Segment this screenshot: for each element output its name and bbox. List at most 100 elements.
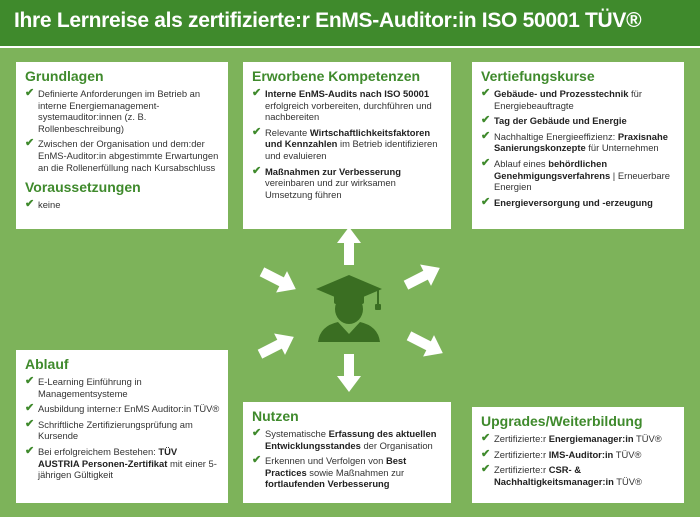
item-text: Zwischen der Organisation und dem:der En… bbox=[38, 138, 219, 173]
item-text: Zertifizierte:r bbox=[494, 433, 549, 444]
box-nutzen: Nutzen ✔Systematische Erfassung des aktu… bbox=[243, 402, 451, 503]
box-title-voraussetzungen: Voraussetzungen bbox=[25, 179, 141, 196]
checkmark-icon: ✔ bbox=[252, 125, 262, 138]
item-text: Systematische bbox=[265, 428, 329, 439]
box-upgrades: Upgrades/Weiterbildung ✔Zertifizierte:r … bbox=[472, 407, 684, 503]
checkmark-icon: ✔ bbox=[481, 87, 491, 99]
checkmark-icon: ✔ bbox=[481, 195, 491, 208]
checkmark-icon: ✔ bbox=[25, 198, 35, 211]
list-vertiefung: ✔Gebäude- und Prozesstechnik für Energie… bbox=[481, 87, 676, 209]
list-upgrades: ✔Zertifizierte:r Energiemanager:in TÜV®✔… bbox=[481, 432, 676, 487]
box-vertiefung: Vertiefungskurse ✔Gebäude- und Prozesste… bbox=[472, 62, 684, 229]
box-grundlagen: Grundlagen ✔Definierte Anforderungen im … bbox=[16, 62, 228, 229]
checkmark-icon: ✔ bbox=[481, 463, 491, 476]
list-item: ✔Zertifizierte:r IMS-Auditor:in TÜV® bbox=[481, 447, 676, 461]
item-text: E-Learning Einführung in Managementsyste… bbox=[38, 376, 142, 399]
list-item: ✔Ausbildung interne:r EnMS Auditor:in TÜ… bbox=[25, 403, 220, 415]
item-text-bold: CSR- & Nachhaltigkeitsmanager:in bbox=[494, 464, 614, 487]
list-ablauf: ✔E-Learning Einführung in Managementsyst… bbox=[25, 375, 220, 481]
item-text-bold: Tag der Gebäude und Energie bbox=[494, 115, 627, 127]
box-title-vertiefung: Vertiefungskurse bbox=[481, 68, 595, 84]
item-text: Ausbildung interne:r EnMS Auditor:in TÜV… bbox=[38, 403, 220, 415]
item-text-bold: Wirtschaftlichkeitsfaktoren und Kennzahl… bbox=[265, 126, 431, 150]
box-title-upgrades: Upgrades/Weiterbildung bbox=[481, 413, 643, 429]
checkmark-icon: ✔ bbox=[252, 87, 262, 99]
checkmark-icon: ✔ bbox=[481, 447, 491, 460]
item-text: TÜV® bbox=[613, 448, 642, 460]
checkmark-icon: ✔ bbox=[481, 129, 491, 142]
box-kompetenzen: Erworbene Kompetenzen ✔Interne EnMS-Audi… bbox=[243, 62, 451, 229]
list-item: ✔Zwischen der Organisation und dem:der E… bbox=[25, 138, 220, 173]
item-text: für Unternehmen bbox=[585, 142, 659, 154]
checkmark-icon: ✔ bbox=[252, 164, 262, 177]
checkmark-icon: ✔ bbox=[481, 114, 491, 127]
list-item: ✔Systematische Erfassung des aktuellen E… bbox=[252, 427, 443, 451]
item-text-bold: IMS-Auditor:in bbox=[548, 448, 614, 460]
checkmark-icon: ✔ bbox=[25, 402, 35, 415]
list-item: ✔Tag der Gebäude und Energie bbox=[481, 115, 676, 127]
box-title-kompetenzen: Erworbene Kompetenzen bbox=[252, 68, 421, 84]
graduate-avatar-icon bbox=[316, 275, 382, 342]
checkmark-icon: ✔ bbox=[25, 87, 35, 99]
item-text-bold: behördlichen Genehmigungsverfahrens bbox=[494, 157, 611, 181]
list-item: ✔Erkennen und Verfolgen von Best Practic… bbox=[252, 455, 443, 490]
item-text: TÜV® bbox=[633, 433, 662, 444]
item-text-bold: fortlaufenden Verbesserung bbox=[265, 478, 390, 490]
arrow-icon-down bbox=[337, 354, 361, 392]
list-item: ✔E-Learning Einführung in Managementsyst… bbox=[25, 375, 220, 399]
item-text-bold: Praxisnahe Sanierungskonzepte bbox=[494, 130, 668, 154]
list-item: ✔Zertifizierte:r Energiemanager:in TÜV® bbox=[481, 432, 676, 445]
list-item: ✔Energieversorgung und -erzeugung bbox=[481, 195, 676, 209]
item-text: der Organisation bbox=[360, 439, 433, 451]
item-text: Erkennen und Verfolgen von bbox=[265, 455, 386, 467]
list-item: ✔Schriftliche Zertifizierungsprüfung am … bbox=[25, 417, 220, 442]
item-text: Ablauf eines bbox=[494, 157, 549, 169]
list-item: ✔keine bbox=[25, 199, 220, 211]
list-item: ✔Interne EnMS-Audits nach ISO 50001 erfo… bbox=[252, 87, 443, 123]
box-title-grundlagen: Grundlagen bbox=[25, 68, 104, 84]
item-text-bold: Erfassung des aktuellen Entwicklungsstan… bbox=[265, 428, 437, 451]
checkmark-icon: ✔ bbox=[252, 454, 262, 467]
item-text-bold: Interne EnMS-Audits nach ISO 50001 bbox=[265, 88, 430, 99]
item-text-bold: Maßnahmen zur Verbesserung bbox=[265, 165, 401, 177]
list-item: ✔Maßnahmen zur Verbesserung vereinbaren … bbox=[252, 164, 443, 201]
checkmark-icon: ✔ bbox=[25, 417, 35, 430]
item-text: vereinbaren und zur wirksamen Umsetzung … bbox=[265, 177, 396, 200]
checkmark-icon: ✔ bbox=[252, 427, 262, 439]
checkmark-icon: ✔ bbox=[481, 156, 491, 169]
list-item: ✔Zertifizierte:r CSR- & Nachhaltigkeitsm… bbox=[481, 464, 676, 487]
list-nutzen: ✔Systematische Erfassung des aktuellen E… bbox=[252, 427, 443, 490]
item-text-bold: Energieversorgung und -erzeugung bbox=[494, 196, 653, 208]
checkmark-icon: ✔ bbox=[481, 432, 491, 444]
item-text: Nachhaltige Energieeffizienz: bbox=[494, 130, 618, 142]
arrow-icon-from-lower-left bbox=[254, 326, 300, 365]
item-text: Zertifizierte:r bbox=[494, 464, 549, 476]
item-text: TÜV® bbox=[613, 475, 642, 487]
header-bar: Ihre Lernreise als zertifizierte:r EnMS-… bbox=[0, 0, 700, 48]
checkmark-icon: ✔ bbox=[25, 444, 35, 457]
item-text: im Betrieb identifizieren und evaluieren bbox=[265, 138, 438, 161]
item-text: erfolgreich vorbereiten, durchführen und… bbox=[265, 99, 432, 123]
checkmark-icon: ✔ bbox=[25, 375, 35, 387]
list-voraussetzungen: ✔keine bbox=[25, 199, 220, 211]
item-text: Definierte Anforderungen im Betrieb an i… bbox=[38, 88, 201, 134]
list-item: ✔Nachhaltige Energieeffizienz: Praxisnah… bbox=[481, 129, 676, 154]
item-text: Bei erfolgreichem Bestehen: bbox=[38, 445, 159, 457]
item-text: Schriftliche Zertifizierungsprüfung am K… bbox=[38, 418, 193, 442]
box-title-nutzen: Nutzen bbox=[252, 408, 299, 424]
arrow-icon-lower-right bbox=[403, 325, 449, 364]
item-text: keine bbox=[38, 199, 61, 211]
list-item: ✔Relevante Wirtschaftlichkeitsfaktoren u… bbox=[252, 125, 443, 162]
list-item: ✔Bei erfolgreichem Bestehen: TÜV AUSTRIA… bbox=[25, 444, 220, 481]
list-grundlagen: ✔Definierte Anforderungen im Betrieb an … bbox=[25, 87, 220, 173]
arrow-icon-up bbox=[337, 227, 361, 265]
item-text: Zertifizierte:r bbox=[494, 448, 549, 460]
item-text-bold: Best Practices bbox=[265, 455, 407, 478]
item-text-bold: Energiemanager:in bbox=[548, 433, 634, 444]
box-title-ablauf: Ablauf bbox=[25, 356, 69, 372]
box-ablauf: Ablauf ✔E-Learning Einführung in Managem… bbox=[16, 350, 228, 503]
arrow-icon-upper-right bbox=[400, 257, 446, 296]
item-text: | Erneuerbare Energien bbox=[494, 169, 670, 193]
page-title: Ihre Lernreise als zertifizierte:r EnMS-… bbox=[14, 9, 642, 32]
